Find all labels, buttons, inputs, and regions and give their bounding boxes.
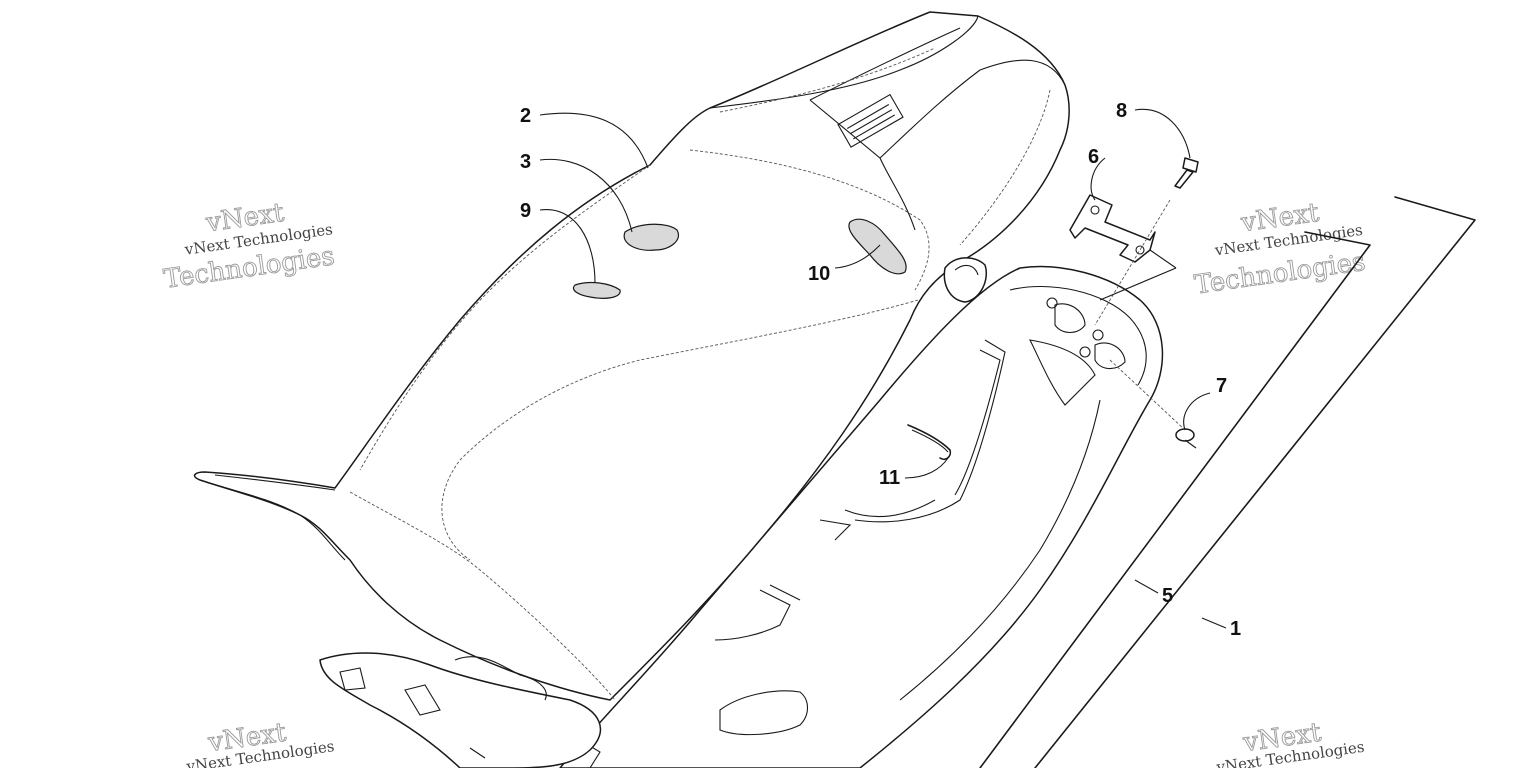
bolt-part-8 bbox=[1174, 157, 1199, 189]
callout-6: 6 bbox=[1088, 146, 1099, 168]
seat-base bbox=[559, 265, 1164, 768]
bracket-part-6 bbox=[1069, 194, 1177, 269]
assembly-line-bracket bbox=[1099, 267, 1177, 301]
callout-8: 8 bbox=[1116, 100, 1127, 122]
callout-9: 9 bbox=[520, 200, 531, 222]
seat-cover bbox=[193, 11, 1070, 768]
callout-10: 10 bbox=[808, 263, 830, 285]
callout-labels: 2 3 9 10 6 8 7 11 5 1 bbox=[520, 100, 1241, 640]
assembly-line-grommet bbox=[1109, 359, 1186, 431]
assembly-bracket-5 bbox=[979, 231, 1371, 768]
grommet-part-7 bbox=[1175, 428, 1197, 449]
assembly-bracket-1 bbox=[1034, 196, 1476, 768]
seat-logo-block bbox=[837, 93, 904, 148]
callout-1: 1 bbox=[1230, 618, 1241, 640]
foam-pad-10 bbox=[848, 218, 907, 275]
callout-leaders bbox=[539, 108, 1227, 629]
callout-5: 5 bbox=[1162, 585, 1173, 607]
watermark-left: vNext vNext Technologies Technologies bbox=[161, 197, 336, 295]
callout-7: 7 bbox=[1216, 375, 1227, 397]
watermark-bottom-right: vNext vNext Technologies bbox=[1214, 717, 1365, 768]
foam-pad-9 bbox=[572, 281, 621, 299]
assembly-line-bolt bbox=[1094, 199, 1171, 326]
strap-loop bbox=[943, 257, 987, 303]
callout-3: 3 bbox=[520, 151, 531, 173]
foam-pad-3 bbox=[623, 223, 679, 251]
wire-part-11 bbox=[907, 424, 952, 461]
callout-11: 11 bbox=[879, 467, 900, 489]
callout-2: 2 bbox=[520, 105, 531, 127]
watermark-bottom-left: vNext vNext Technologies bbox=[184, 717, 335, 768]
